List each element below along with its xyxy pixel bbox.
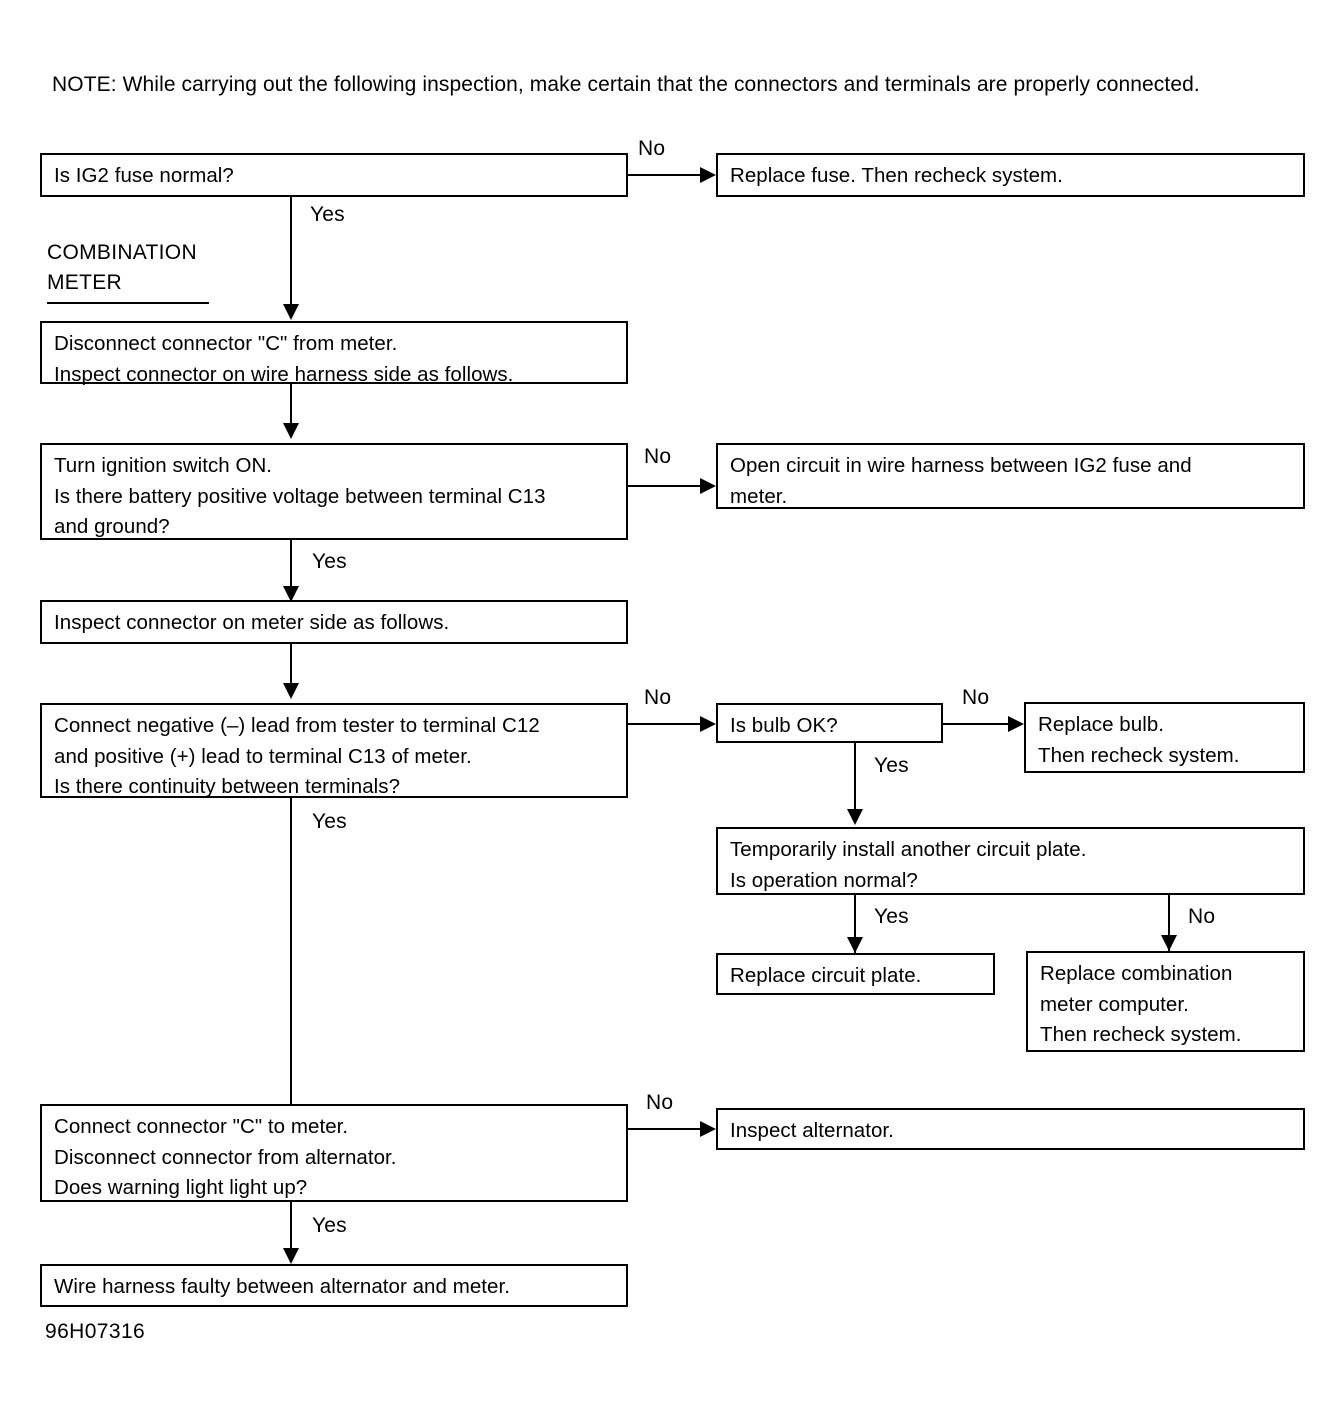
node-continuity-check-line2: and positive (+) lead to terminal C13 of… <box>54 744 472 768</box>
node-voltage-check: Turn ignition switch ON. Is there batter… <box>40 443 628 540</box>
node-replace-circuit-plate-line1: Replace circuit plate. <box>730 964 922 987</box>
edge-bulb-yes-arrow <box>847 809 863 825</box>
node-fuse-check: Is IG2 fuse normal? <box>40 153 628 197</box>
edge-plate-no-arrow <box>1161 935 1177 951</box>
node-bulb-check-line1: Is bulb OK? <box>730 714 838 737</box>
edge-voltage-no-arrow <box>700 478 716 494</box>
node-warning-light-check-line2: Disconnect connector from alternator. <box>54 1145 397 1169</box>
node-replace-bulb-line2: Then recheck system. <box>1038 743 1240 767</box>
node-inspect-alternator: Inspect alternator. <box>716 1108 1305 1150</box>
edge-fuse-yes-line <box>290 197 292 306</box>
node-voltage-check-line1: Turn ignition switch ON. <box>54 454 273 477</box>
edge-warning-yes-line <box>290 1202 292 1262</box>
node-open-circuit: Open circuit in wire harness between IG2… <box>716 443 1305 509</box>
node-disconnect-connector-c: Disconnect connector "C" from meter. Ins… <box>40 321 628 386</box>
node-disconnect-connector-c-line1: Disconnect connector "C" from meter. <box>54 332 398 355</box>
node-continuity-check-line1: Connect negative (–) lead from tester to… <box>54 714 540 737</box>
edge-continuity-no-line <box>628 723 702 725</box>
node-inspect-alternator-line1: Inspect alternator. <box>730 1119 894 1142</box>
node-replace-fuse-line1: Replace fuse. Then recheck system. <box>730 164 1063 187</box>
section-label-underline <box>47 301 209 304</box>
node-warning-light-check: Connect connector "C" to meter. Disconne… <box>40 1104 628 1202</box>
node-bulb-check: Is bulb OK? <box>716 703 943 743</box>
edge-plate-yes-arrow <box>847 937 863 953</box>
edge-continuity-yes-line <box>290 798 292 1108</box>
node-replace-meter-computer-line1: Replace combination <box>1040 962 1233 985</box>
node-open-circuit-line2: meter. <box>730 484 788 508</box>
edge-bulb-no-arrow <box>1008 716 1024 732</box>
section-label-line2: METER <box>47 270 122 294</box>
edge-voltage-yes-arrow <box>283 586 299 602</box>
node-replace-bulb: Replace bulb. Then recheck system. <box>1024 702 1305 773</box>
node-replace-fuse: Replace fuse. Then recheck system. <box>716 153 1305 197</box>
node-continuity-check-line3: Is there continuity between terminals? <box>54 775 401 799</box>
section-label-combination-meter: COMBINATION METER <box>47 238 209 304</box>
node-circuit-plate-check: Temporarily install another circuit plat… <box>716 827 1305 895</box>
edge-continuity-no-arrow <box>700 716 716 732</box>
edge-label-continuity-no: No <box>644 686 672 709</box>
edge-label-bulb-no: No <box>962 686 990 709</box>
node-replace-bulb-line1: Replace bulb. <box>1038 713 1165 736</box>
edge-voltage-no-line <box>628 485 702 487</box>
node-inspect-meter-side: Inspect connector on meter side as follo… <box>40 600 628 644</box>
edge-warning-no-line <box>628 1128 702 1130</box>
edge-label-bulb-yes: Yes <box>874 754 909 777</box>
edge-fuse-yes-arrow <box>283 304 299 320</box>
edge-label-plate-no: No <box>1188 905 1216 928</box>
edge-label-fuse-no: No <box>638 137 666 160</box>
edge-voltage-yes-line <box>290 540 292 588</box>
node-replace-meter-computer: Replace combination meter computer. Then… <box>1026 951 1305 1052</box>
edge-label-continuity-yes: Yes <box>312 810 347 833</box>
node-replace-meter-computer-line3: Then recheck system. <box>1040 1023 1242 1047</box>
edge-bulb-yes-line <box>854 743 856 811</box>
node-disconnect-connector-c-line2: Inspect connector on wire harness side a… <box>54 362 514 386</box>
node-replace-circuit-plate: Replace circuit plate. <box>716 953 995 995</box>
edge-warning-no-arrow <box>700 1121 716 1137</box>
node-inspect-meter-side-line1: Inspect connector on meter side as follo… <box>54 611 450 634</box>
node-warning-light-check-line1: Connect connector "C" to meter. <box>54 1115 349 1138</box>
node-voltage-check-line2: Is there battery positive voltage betwee… <box>54 484 546 508</box>
edge-plate-yes-line <box>854 895 856 953</box>
edge-label-plate-yes: Yes <box>874 905 909 928</box>
node-open-circuit-line1: Open circuit in wire harness between IG2… <box>730 454 1192 477</box>
node-continuity-check: Connect negative (–) lead from tester to… <box>40 703 628 798</box>
node-harness-faulty-line1: Wire harness faulty between alternator a… <box>54 1275 510 1298</box>
edge-warning-yes-arrow <box>283 1248 299 1264</box>
node-fuse-check-line1: Is IG2 fuse normal? <box>54 164 234 187</box>
node-circuit-plate-check-line2: Is operation normal? <box>730 868 918 892</box>
node-circuit-plate-check-line1: Temporarily install another circuit plat… <box>730 838 1087 861</box>
edge-label-warning-no: No <box>646 1091 674 1114</box>
edge-inspect-to-continuity-arrow <box>283 683 299 699</box>
edge-inspect-to-continuity-line <box>290 644 292 685</box>
edge-plate-no-line <box>1168 895 1170 951</box>
edge-label-warning-yes: Yes <box>312 1214 347 1237</box>
edge-fuse-no-arrow <box>700 167 716 183</box>
edge-disconnect-to-voltage-arrow <box>283 423 299 439</box>
node-voltage-check-line3: and ground? <box>54 515 170 539</box>
figure-id-label: 96H07316 <box>45 1320 146 1343</box>
node-replace-meter-computer-line2: meter computer. <box>1040 992 1189 1016</box>
edge-disconnect-to-voltage-line <box>290 384 292 425</box>
node-warning-light-check-line3: Does warning light light up? <box>54 1176 308 1200</box>
section-label-line1: COMBINATION <box>47 241 197 264</box>
edge-label-voltage-yes: Yes <box>312 550 347 573</box>
edge-label-voltage-no: No <box>644 445 672 468</box>
note-text: NOTE: While carrying out the following i… <box>52 73 1200 96</box>
node-harness-faulty: Wire harness faulty between alternator a… <box>40 1264 628 1307</box>
edge-label-fuse-yes: Yes <box>310 203 345 226</box>
edge-bulb-no-line <box>943 723 1010 725</box>
edge-fuse-no-line <box>628 174 702 176</box>
